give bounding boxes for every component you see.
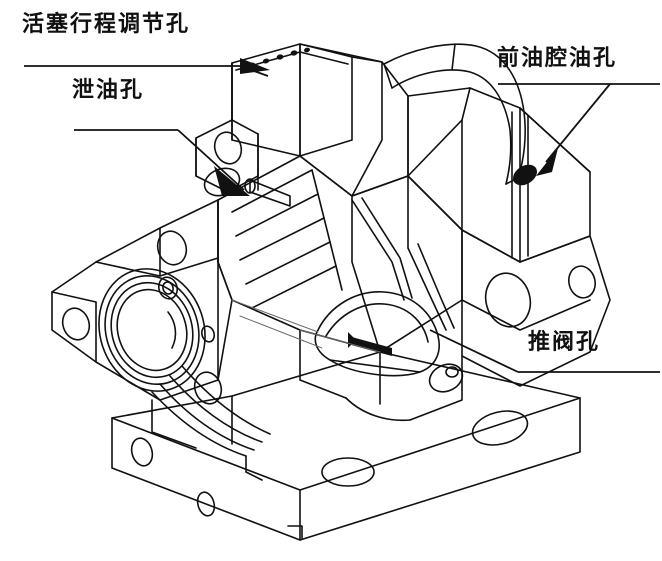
leader-arrow-piston-stroke	[240, 58, 270, 74]
gusset-rib-a	[351, 199, 405, 301]
flange-bolt-hole-left	[61, 307, 91, 341]
flange-bolt-hole-bottom	[193, 371, 223, 405]
construction-line-2	[239, 315, 323, 349]
lower-web-curve	[345, 397, 411, 422]
right-ear-step	[461, 299, 591, 331]
base-hole-center	[321, 457, 375, 487]
top-hole-5	[304, 47, 310, 53]
construction-line-3	[299, 329, 381, 353]
right-ear-face	[461, 229, 611, 387]
main-bore-inner	[116, 288, 188, 372]
gusset-rib-b	[361, 197, 413, 299]
casting-outline-group	[51, 43, 611, 541]
left-flange-step-3	[51, 291, 97, 363]
saddle-curve-3	[169, 375, 263, 443]
saddle-curve-2	[159, 383, 255, 451]
main-bore-ring-1	[104, 274, 200, 386]
main-bore-ring-2	[110, 281, 194, 379]
base-hole-lower-left	[196, 491, 216, 517]
right-ear-hole-1	[484, 272, 532, 328]
main-bore-outer	[98, 268, 206, 392]
internal-construction-lines	[231, 299, 381, 353]
saddle-curve-1	[151, 391, 247, 457]
flange-counterbore-inner	[162, 281, 174, 295]
gusset-rib-c	[407, 247, 447, 331]
barrel-rib-spine	[311, 169, 343, 291]
flange-small-hole	[200, 325, 216, 343]
flange-counterbore-outer	[157, 276, 179, 300]
push-valve-arrow-shaft	[348, 336, 392, 356]
leader-line-front-oil	[545, 83, 611, 163]
callout-leader-group	[24, 58, 660, 373]
base-plate-face	[111, 351, 581, 541]
barrel-rib-5	[251, 265, 337, 309]
lower-web-1	[299, 329, 347, 399]
base-plate-step	[151, 399, 197, 449]
gusset-rib-d	[417, 243, 455, 329]
barrel-rib-1	[231, 169, 313, 213]
leader-arrow-drain	[214, 166, 250, 196]
saddle-curve-4	[181, 365, 271, 435]
arch-seam-1	[451, 43, 456, 71]
leader-line-push-valve	[429, 329, 519, 373]
arch-outer-curve	[383, 43, 526, 179]
top-slab-right-edge	[351, 61, 383, 197]
top-hole-2	[262, 58, 270, 64]
top-slab-front-edge	[351, 56, 383, 63]
center-cavity-inner-lip	[325, 303, 429, 343]
callout-label-drain-oil-hole: 泄油孔	[72, 78, 145, 103]
callout-label-piston-stroke-adjust-hole: 活塞行程调节孔	[22, 12, 191, 37]
barrel-rib-2	[235, 193, 319, 237]
callout-label-push-valve-hole: 推阀孔	[528, 330, 601, 355]
leader-line-drain	[177, 129, 245, 191]
drain-plug-end	[244, 178, 256, 194]
drain-boss-hole	[213, 131, 243, 165]
center-body-mid-edge	[351, 195, 381, 353]
right-ear-hole-3b	[445, 366, 459, 378]
barrel-rib-4	[245, 241, 331, 285]
saddle-foot	[245, 455, 263, 481]
callout-label-front-oil-chamber-hole: 前油腔油孔	[497, 46, 618, 71]
top-hole-4	[290, 50, 298, 56]
barrel-rib-3	[239, 217, 325, 261]
right-block-top-right-edge	[519, 107, 591, 173]
leader-arrow-front-oil	[536, 148, 558, 176]
front-oil-chamber-port	[512, 164, 538, 186]
base-hole-right	[471, 410, 529, 446]
right-ear-hole-2	[568, 265, 596, 299]
lower-web-3	[409, 355, 463, 421]
main-bore-highlight	[167, 311, 177, 349]
right-block-top-bevel	[407, 87, 471, 177]
arch-left-cap	[383, 63, 393, 89]
top-hole-3	[276, 54, 284, 60]
flange-bolt-hole-top	[156, 230, 188, 266]
arch-inner-curve	[391, 69, 512, 185]
construction-line-1	[231, 299, 319, 333]
drain-plug-shaft	[249, 179, 291, 207]
base-notch-detail	[287, 525, 303, 539]
left-flange-step-2	[95, 257, 219, 277]
base-hole-left	[130, 437, 154, 467]
